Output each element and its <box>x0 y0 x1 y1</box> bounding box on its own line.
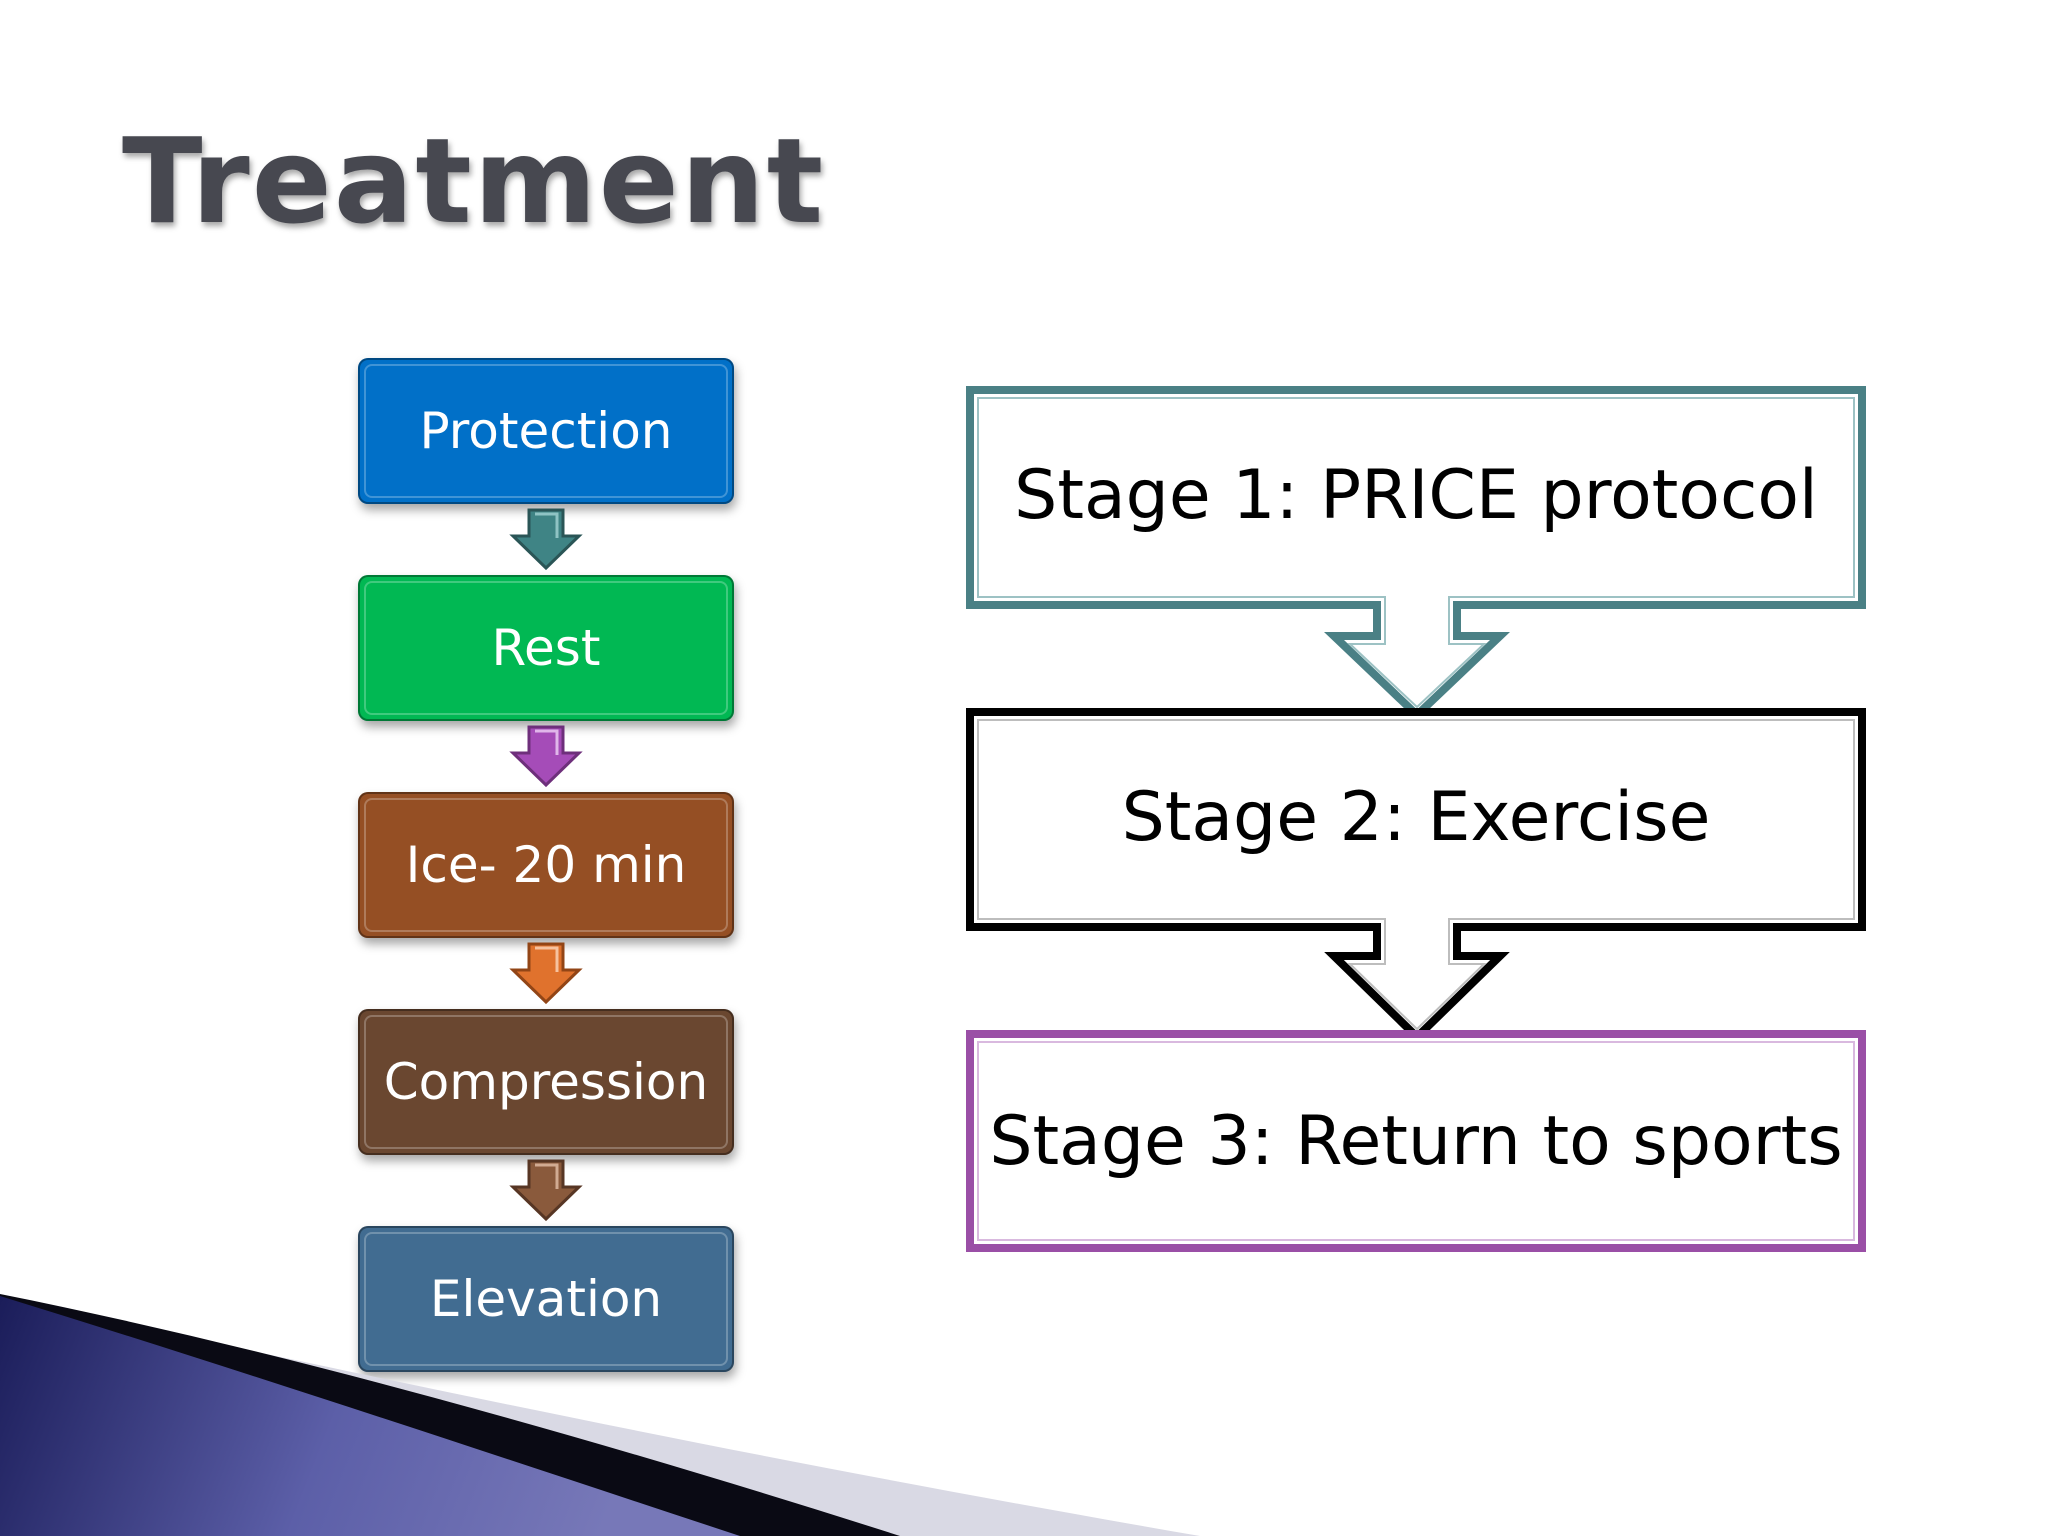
stage-1-label: Stage 1: PRICE protocol <box>1014 455 1818 535</box>
ice-box: Ice- 20 min <box>358 792 734 938</box>
rest-label: Rest <box>491 619 601 677</box>
compression-box: Compression <box>358 1009 734 1155</box>
down-arrow-icon <box>509 725 583 788</box>
compression-label: Compression <box>383 1053 709 1111</box>
stage-2-label: Stage 2: Exercise <box>1121 777 1711 857</box>
protection-label: Protection <box>419 402 673 460</box>
stage-1-box: Stage 1: PRICE protocol <box>970 400 1862 590</box>
elevation-box: Elevation <box>358 1226 734 1372</box>
stage-3-outline <box>966 1030 1866 1252</box>
ice-label: Ice- 20 min <box>405 836 687 894</box>
down-arrow-icon <box>509 1159 583 1222</box>
rest-box: Rest <box>358 575 734 721</box>
corner-swoosh-decoration <box>0 1294 1200 1536</box>
down-arrow-icon <box>509 508 583 571</box>
slide-title: Treatment <box>122 112 826 250</box>
stage-2-outline <box>966 708 1866 1043</box>
elevation-label: Elevation <box>429 1270 663 1328</box>
stage-3-box: Stage 3: Return to sports <box>970 1042 1862 1240</box>
stage-2-box: Stage 2: Exercise <box>970 722 1862 912</box>
down-arrow-icon <box>509 942 583 1005</box>
stage-3-label: Stage 3: Return to sports <box>989 1101 1843 1181</box>
protection-box: Protection <box>358 358 734 504</box>
stage-1-outline <box>966 386 1866 721</box>
